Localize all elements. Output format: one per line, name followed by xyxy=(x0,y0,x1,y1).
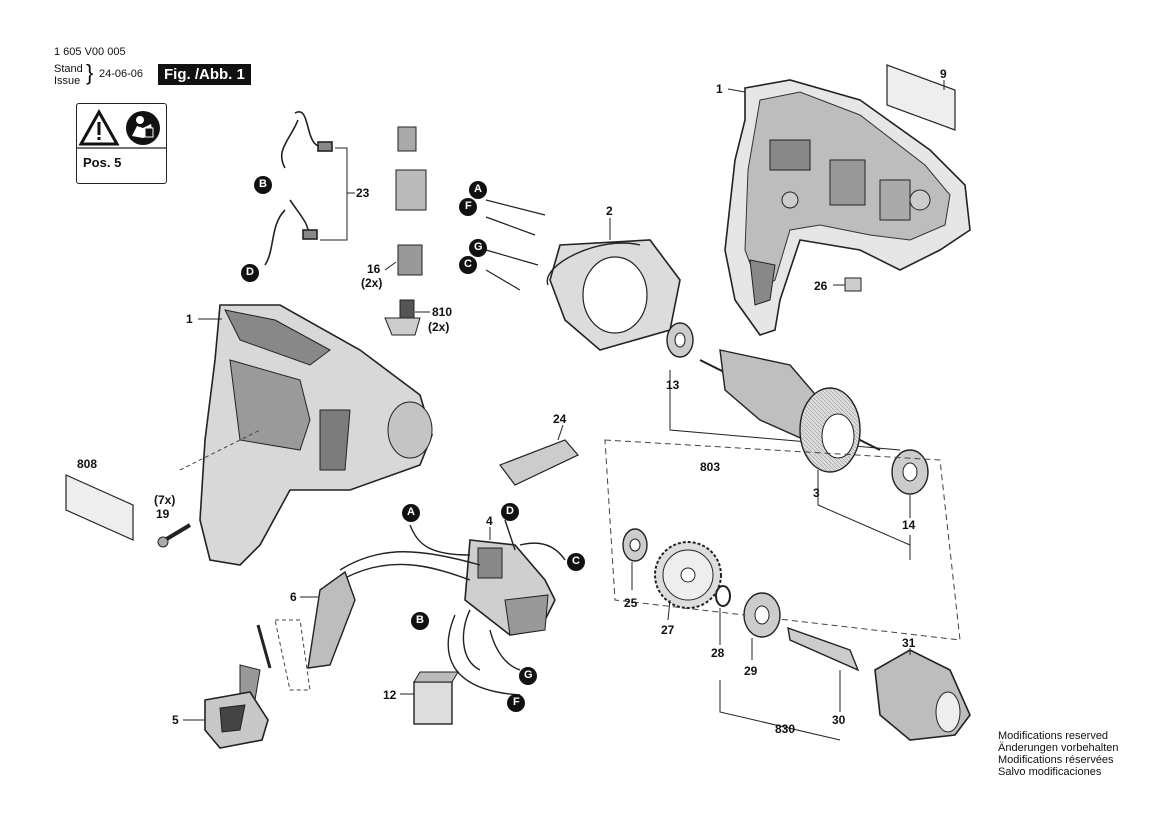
cord-guard-6 xyxy=(307,570,356,669)
bearing-13 xyxy=(666,322,694,358)
connector-letter: C xyxy=(572,555,580,567)
warning-triangle-icon xyxy=(78,108,120,146)
connector-d-cable xyxy=(241,264,259,282)
stand-label: Stand xyxy=(54,63,83,75)
label-plate-9 xyxy=(886,64,956,131)
callout-26: 26 xyxy=(814,279,828,293)
callout-29: 29 xyxy=(744,664,758,678)
connector-f-top xyxy=(459,198,477,216)
callout-12: 12 xyxy=(383,688,397,702)
callout-19-qty: (7x) xyxy=(154,493,176,507)
callout-28: 28 xyxy=(711,646,725,660)
housing-left-half xyxy=(199,304,433,566)
bearing-14 xyxy=(891,449,929,495)
label-808 xyxy=(65,474,134,541)
connector-f-switch xyxy=(507,694,525,712)
connector-letter: G xyxy=(474,241,483,253)
callout-1-top: 1 xyxy=(716,82,723,96)
doc-number: 1 605 V00 005 xyxy=(54,46,126,58)
brush-parts xyxy=(384,126,427,336)
callout-1-left: 1 xyxy=(186,312,193,326)
connector-g-switch xyxy=(519,667,537,685)
brace-glyph: } xyxy=(86,60,94,85)
cable-set-23 xyxy=(264,111,333,266)
connector-letter: C xyxy=(464,258,472,270)
callout-23: 23 xyxy=(356,186,370,200)
spindle-30 xyxy=(787,626,860,672)
insulation-24 xyxy=(499,439,579,486)
connector-b-cable xyxy=(254,176,272,194)
callout-13: 13 xyxy=(666,378,680,392)
figure-badge: Fig. /Abb. 1 xyxy=(158,64,251,85)
note-line: Salvo modificaciones xyxy=(998,766,1102,778)
bearing-25 xyxy=(622,528,648,562)
issue-label: Issue xyxy=(54,75,81,87)
callout-830: 830 xyxy=(775,722,796,736)
connector-letter: F xyxy=(465,200,472,212)
connector-letter: A xyxy=(474,183,482,195)
circlip-28 xyxy=(715,585,731,607)
callout-9: 9 xyxy=(940,67,947,81)
callout-3: 3 xyxy=(813,486,820,500)
callout-5: 5 xyxy=(172,713,179,727)
gear-27 xyxy=(654,541,722,609)
switch-4 xyxy=(464,539,556,636)
note-line: Änderungen vorbehalten xyxy=(998,742,1119,754)
callout-16-qty: (2x) xyxy=(361,276,383,290)
plug-5 xyxy=(204,624,272,749)
connector-letter: D xyxy=(506,505,514,517)
callout-25: 25 xyxy=(624,596,638,610)
pos-label: Pos. 5 xyxy=(83,155,122,170)
callout-810: 810 xyxy=(432,305,453,319)
callout-810-qty: (2x) xyxy=(428,320,450,334)
screw-19 xyxy=(157,523,192,548)
callout-16: 16 xyxy=(367,262,381,276)
callout-803: 803 xyxy=(700,460,721,474)
housing-right-half xyxy=(724,79,971,336)
connector-a-top xyxy=(469,181,487,199)
switch-wires xyxy=(339,519,566,696)
callout-27: 27 xyxy=(661,623,675,637)
callout-808: 808 xyxy=(77,457,98,471)
connector-g-top xyxy=(469,239,487,257)
callout-2: 2 xyxy=(606,204,613,218)
callout-30: 30 xyxy=(832,713,846,727)
callout-4: 4 xyxy=(486,514,493,528)
connector-b-switch xyxy=(411,612,429,630)
warning-box: Pos. 5 xyxy=(76,103,167,184)
issue-date: 24-06-06 xyxy=(99,68,144,80)
note-line: Modifications réservées xyxy=(998,754,1114,766)
callout-6: 6 xyxy=(290,590,297,604)
connector-letter: F xyxy=(513,696,520,708)
connector-d-switch xyxy=(501,503,519,521)
chuck-31 xyxy=(874,649,971,741)
callout-31: 31 xyxy=(902,636,916,650)
stator-screws xyxy=(485,199,546,291)
connector-letter: B xyxy=(259,178,267,190)
connector-c-top xyxy=(459,256,477,274)
armature-3 xyxy=(699,349,881,473)
connector-a-switch xyxy=(402,504,420,522)
connector-letter: D xyxy=(246,266,254,278)
bearing-29 xyxy=(743,592,781,638)
read-manual-icon xyxy=(126,111,160,145)
stator-2 xyxy=(546,239,681,351)
connector-letter: B xyxy=(416,614,424,626)
callout-19: 19 xyxy=(156,507,170,521)
callout-24: 24 xyxy=(553,412,567,426)
connector-c-switch xyxy=(567,553,585,571)
connector-letter: A xyxy=(407,506,415,518)
callout-14: 14 xyxy=(902,518,916,532)
note-line: Modifications reserved xyxy=(998,730,1109,742)
capacitor-12 xyxy=(413,671,459,725)
connector-letter: G xyxy=(524,669,533,681)
